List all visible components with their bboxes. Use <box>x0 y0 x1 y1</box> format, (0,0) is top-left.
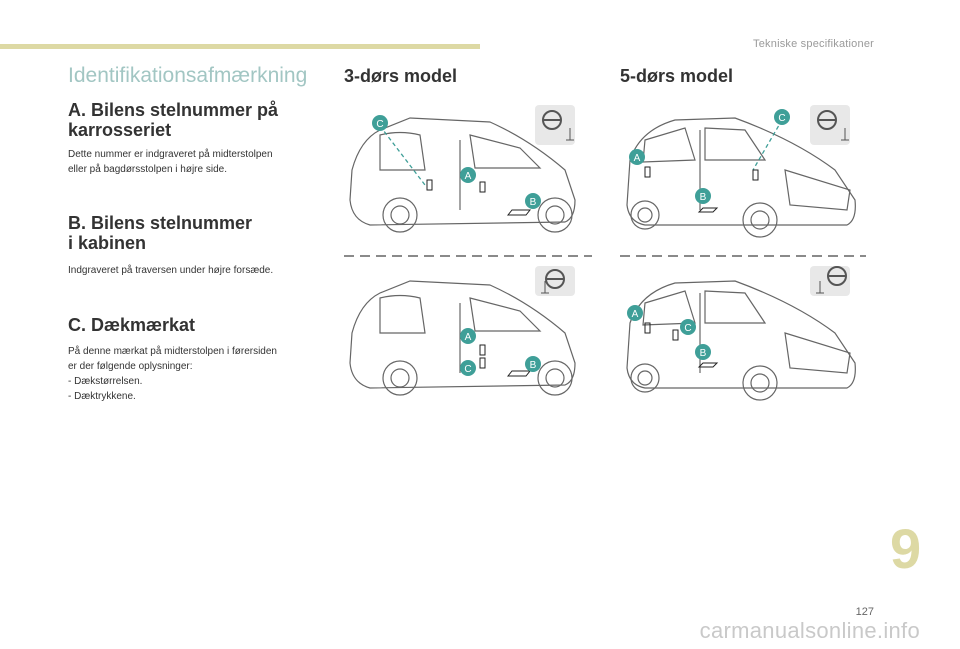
svg-text:C: C <box>778 113 785 124</box>
page-title: Identifikationsafmærkning <box>68 64 308 87</box>
steering-wheel-icon <box>535 105 575 145</box>
section-b-heading: B. Bilens stelnummer i kabinen <box>68 213 252 253</box>
svg-text:B: B <box>700 348 707 359</box>
section-a-heading: A. Bilens stelnummer på karrosseriet <box>68 100 278 140</box>
label-a-marker-shape <box>426 179 433 191</box>
dashed-dividers <box>344 255 866 257</box>
five-door-front-illustration-c: A C B <box>626 266 856 401</box>
three-door-rear-illustration: C A B <box>349 105 576 233</box>
section-c-text-line1: På denne mærkat på midterstolpen i fører… <box>68 346 277 357</box>
five-door-front-illustration: C A B <box>626 105 856 238</box>
marker-b: B <box>695 188 711 204</box>
marker-a: A <box>629 149 645 165</box>
bullet-tire-pressure: Dæktrykkene. <box>68 389 326 404</box>
section-a-heading-line1: A. Bilens stelnummer på <box>68 100 279 120</box>
svg-text:B: B <box>530 360 537 371</box>
header-accent-bar <box>0 44 480 49</box>
marker-b: B <box>525 193 541 209</box>
header-title: Tekniske specifikationer <box>753 38 874 50</box>
svg-text:A: A <box>465 332 472 343</box>
marker-c: C <box>774 109 790 125</box>
svg-text:C: C <box>376 119 383 130</box>
chapter-number: 9 <box>890 517 922 580</box>
seat-icon <box>541 281 549 294</box>
section-a-heading-line2: karrosseriet <box>68 120 172 140</box>
section-b-heading-line1: B. Bilens stelnummer <box>68 213 253 233</box>
marker-b: B <box>525 356 541 372</box>
section-a-text: Dette nummer er indgraveret på midtersto… <box>68 147 326 177</box>
watermark: carmanualsonline.info <box>699 618 920 643</box>
svg-text:C: C <box>464 364 471 375</box>
marker-a: A <box>460 328 476 344</box>
section-b-heading-line2: i kabinen <box>68 233 147 253</box>
steering-wheel-icon <box>810 105 850 145</box>
svg-text:C: C <box>684 323 691 334</box>
marker-c: C <box>372 115 388 131</box>
page-number: 127 <box>855 606 874 618</box>
marker-c: C <box>680 319 696 335</box>
steering-wheel-icon <box>535 266 575 296</box>
section-a-text-line1: Dette nummer er indgraveret på midtersto… <box>68 149 273 160</box>
svg-text:B: B <box>530 197 537 208</box>
seat-icon <box>816 281 824 294</box>
section-b-text: Indgraveret på traversen under højre for… <box>68 263 326 278</box>
marker-a: A <box>460 167 476 183</box>
three-door-title: 3-dørs model <box>344 66 458 86</box>
three-door-rear-illustration-c: A C B <box>349 266 576 396</box>
svg-text:A: A <box>632 309 639 320</box>
marker-a: A <box>627 305 643 321</box>
bullet-tire-size: Dækstørrelsen. <box>68 374 326 389</box>
section-c-heading-line1: C. Dækmærkat <box>68 315 196 335</box>
marker-c: C <box>460 360 476 376</box>
section-c-text-line2: er der følgende oplysninger: <box>68 361 193 372</box>
five-door-title: 5-dørs model <box>620 66 734 86</box>
section-c-text: På denne mærkat på midterstolpen i fører… <box>68 344 326 404</box>
steering-wheel-icon <box>810 266 850 296</box>
section-c-heading: C. Dækmærkat <box>68 315 195 335</box>
section-b-text-line1: Indgraveret på traversen under højre for… <box>68 265 274 276</box>
section-c-bullet-list: Dækstørrelsen. Dæktrykkene. <box>68 374 326 404</box>
seat-icon <box>841 128 849 141</box>
svg-text:B: B <box>700 192 707 203</box>
svg-text:A: A <box>634 153 641 164</box>
section-a-text-line2: eller på bagdørsstolpen i højre side. <box>68 164 227 175</box>
seat-icon <box>566 128 574 141</box>
svg-text:A: A <box>465 171 472 182</box>
marker-b: B <box>695 344 711 360</box>
